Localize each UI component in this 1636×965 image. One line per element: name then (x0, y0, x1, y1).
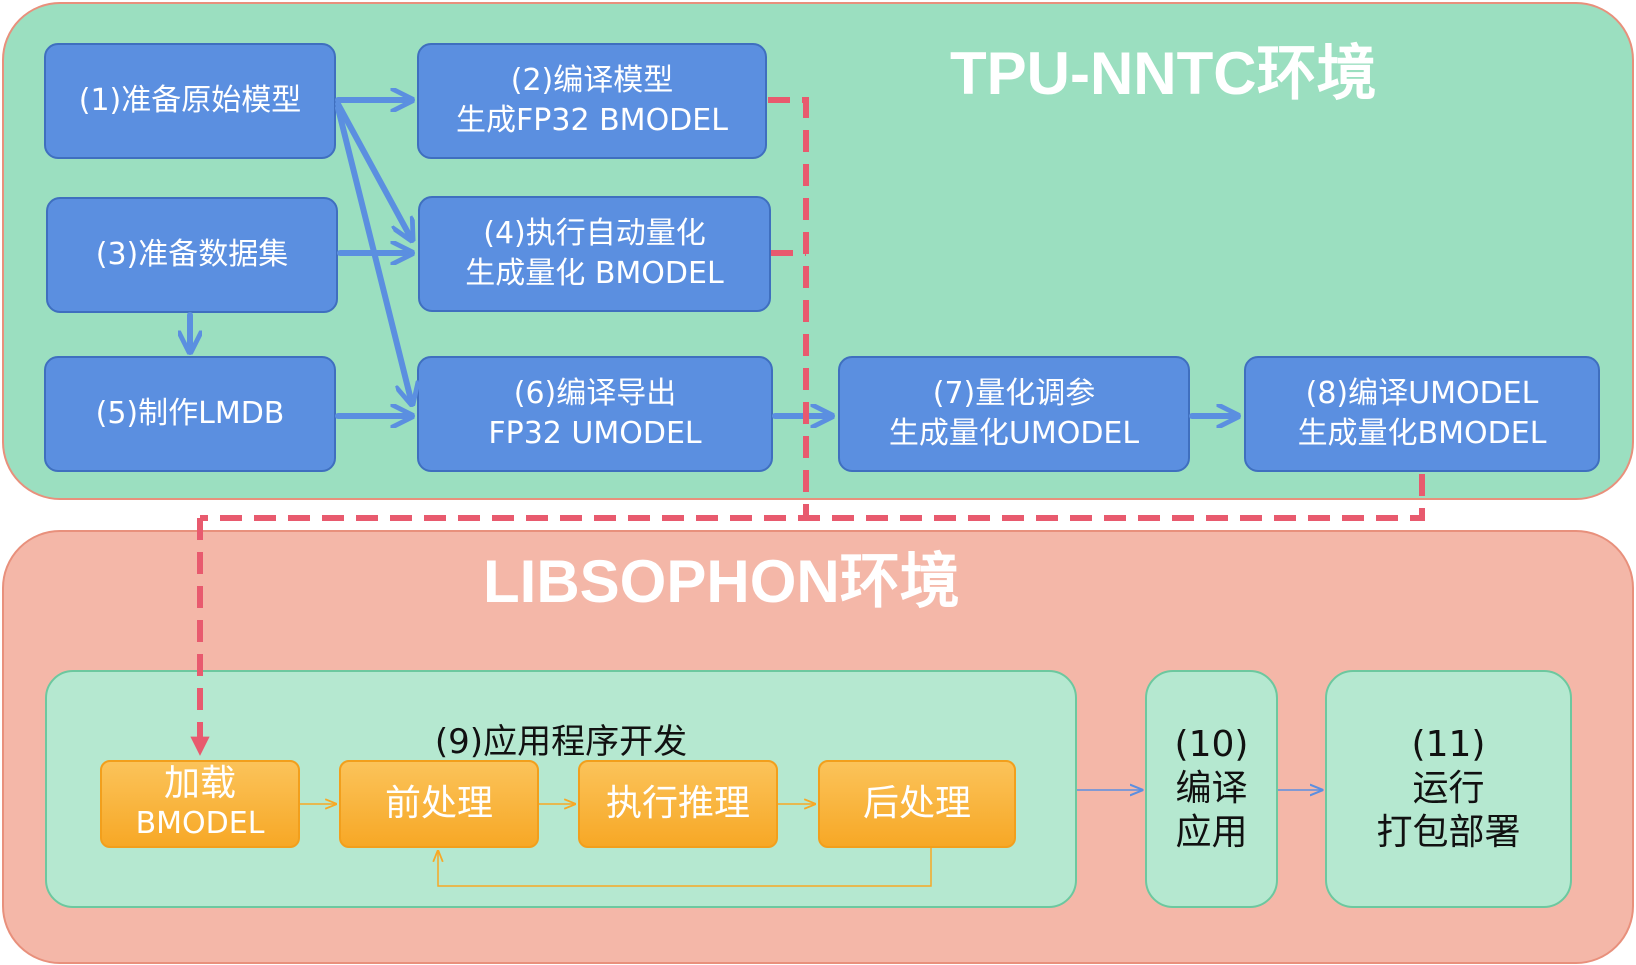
step-6-label: (6)编译导出 (513, 376, 677, 411)
step-10-compile-app[interactable]: (10) 编译 应用 (1145, 670, 1278, 908)
step-3-prepare-dataset[interactable]: (3)准备数据集 (46, 197, 338, 313)
stage-inference[interactable]: 执行推理 (578, 760, 778, 848)
step-5-label: (5)制作LMDB (95, 396, 285, 431)
step-3-label: (3)准备数据集 (95, 237, 289, 272)
step-10-line-2: 应用 (1175, 812, 1248, 853)
step-6-export-fp32-umodel[interactable]: (6)编译导出 FP32 UMODEL (417, 356, 773, 472)
stage-load-label: 加载 (163, 763, 236, 804)
step-1-prepare-model[interactable]: (1)准备原始模型 (44, 43, 336, 159)
step-7-sublabel: 生成量化UMODEL (888, 416, 1140, 451)
step-2-label: (2)编译模型 (510, 63, 674, 98)
step-10-number: (10) (1174, 724, 1249, 765)
step-8-sublabel: 生成量化BMODEL (1297, 416, 1547, 451)
step-6-sublabel: FP32 UMODEL (488, 416, 702, 451)
app-development-title: (9)应用程序开发 (434, 722, 688, 762)
tpu-region-title: TPU-NNTC环境 (950, 40, 1377, 107)
step-7-label: (7)量化调参 (932, 376, 1096, 411)
step-4-sublabel: 生成量化 BMODEL (465, 256, 724, 291)
dashed-line-from-step-8 (200, 474, 1425, 521)
step-4-auto-quantize[interactable]: (4)执行自动量化生成量化 BMODEL (418, 196, 771, 312)
step-2-compile-fp32-bmodel[interactable]: (2)编译模型生成FP32 BMODEL (417, 43, 767, 159)
libsophon-region-title: LIBSOPHON环境 (483, 548, 960, 615)
step-7-quant-tuning[interactable]: (7)量化调参生成量化UMODEL (838, 356, 1190, 472)
stage-postprocess-label: 后处理 (862, 783, 971, 824)
stage-load-sublabel: BMODEL (135, 806, 265, 841)
step-11-number: (11) (1411, 724, 1486, 765)
step-11-line-1: 运行 (1412, 768, 1485, 809)
stage-preprocess[interactable]: 前处理 (339, 760, 539, 848)
loop-postprocess-to-preprocess (438, 848, 932, 887)
step-11-line-2: 打包部署 (1376, 812, 1521, 853)
stage-postprocess[interactable]: 后处理 (818, 760, 1016, 848)
stage-inference-label: 执行推理 (605, 783, 750, 824)
step-10-line-1: 编译 (1175, 768, 1248, 809)
arrow-1-to-4 (335, 101, 412, 240)
step-5-make-lmdb[interactable]: (5)制作LMDB (44, 356, 336, 472)
step-1-label: (1)准备原始模型 (78, 83, 302, 118)
step-11-run-deploy[interactable]: (11) 运行 打包部署 (1325, 670, 1572, 908)
step-2-sublabel: 生成FP32 BMODEL (456, 103, 728, 138)
stage-preprocess-label: 前处理 (384, 783, 493, 824)
step-4-label: (4)执行自动量化 (483, 216, 706, 251)
step-8-label: (8)编译UMODEL (1305, 376, 1539, 411)
step-8-compile-umodel[interactable]: (8)编译UMODEL 生成量化BMODEL (1244, 356, 1600, 472)
dashed-line-from-step-2 (768, 97, 809, 518)
